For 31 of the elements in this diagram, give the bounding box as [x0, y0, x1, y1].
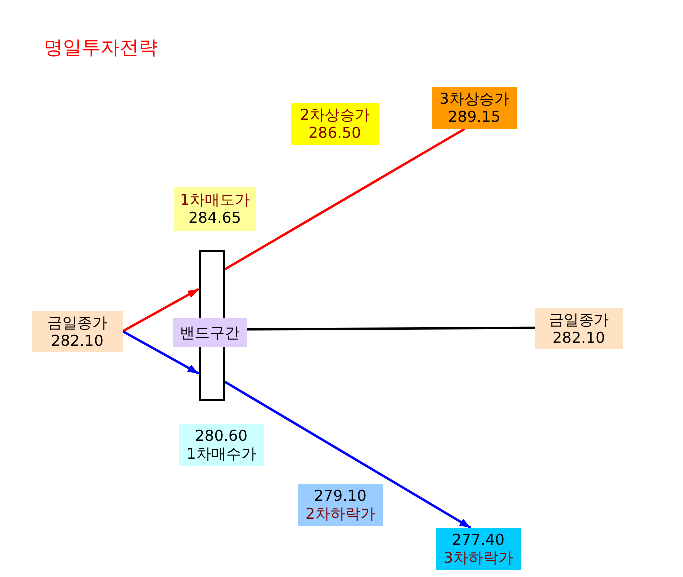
price-box	[32, 311, 123, 352]
arrow	[122, 330, 200, 375]
price-label: 2차상승가	[300, 106, 370, 124]
arrow	[224, 380, 472, 530]
price-box	[436, 528, 521, 570]
price-value: 289.15	[448, 108, 501, 126]
price-value: 282.10	[51, 332, 104, 350]
price-label: 금일종가	[48, 314, 108, 332]
title: 명일투자전략	[44, 37, 158, 59]
price-box	[179, 424, 264, 466]
price-box	[432, 87, 517, 129]
connector-line	[247, 326, 535, 331]
price-box	[298, 484, 383, 526]
price-label: 3차상승가	[440, 90, 510, 108]
connector-line	[224, 128, 466, 271]
price-value: 280.60	[195, 427, 248, 445]
price-value: 286.50	[308, 124, 362, 142]
price-label: 2차하락가	[306, 505, 376, 523]
price-value: 279.10	[314, 487, 367, 505]
price-box	[535, 308, 623, 349]
price-box	[174, 187, 256, 231]
band-label: 밴드구간	[173, 318, 247, 347]
arrow	[122, 288, 200, 333]
price-value: 277.40	[452, 531, 505, 549]
price-box	[291, 103, 379, 145]
price-value: 282.10	[552, 328, 606, 346]
price-value: 284.65	[188, 209, 242, 227]
price-label: 금일종가	[549, 310, 609, 328]
price-label: 1차매도가	[180, 191, 250, 209]
price-label: 3차하락가	[444, 549, 514, 567]
price-label: 1차매수가	[186, 445, 256, 463]
